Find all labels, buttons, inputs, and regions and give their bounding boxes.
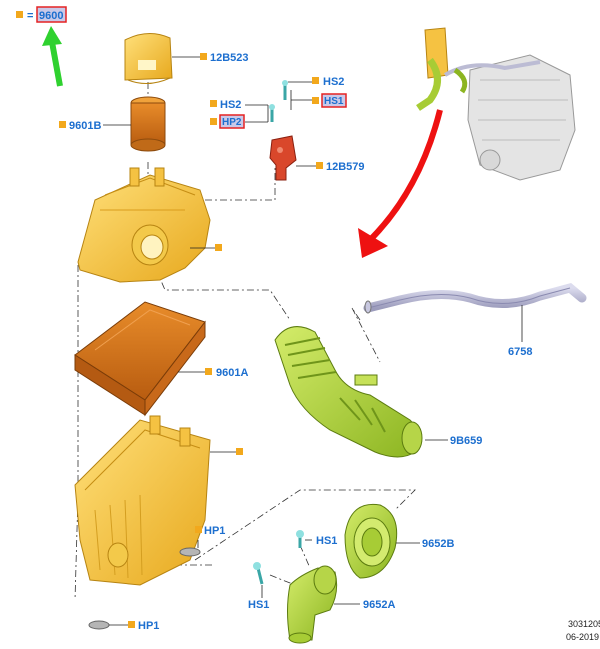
screw-hs1-mid bbox=[296, 530, 312, 548]
hp-highlight-box bbox=[219, 114, 245, 129]
legend-square-icon bbox=[16, 11, 23, 18]
callout-9b659: 9B659 bbox=[450, 435, 482, 447]
part-12b579-sensor bbox=[269, 135, 297, 181]
callout-square-icon bbox=[210, 100, 217, 107]
clip-hs1-top bbox=[290, 90, 312, 110]
engine-illustration bbox=[416, 27, 576, 181]
callout-hs2-left: HS2 bbox=[220, 99, 241, 111]
callout-square-icon bbox=[205, 368, 212, 375]
green-arrow-icon bbox=[42, 26, 63, 87]
callout-square-icon bbox=[195, 526, 202, 533]
part-9652b-resonator bbox=[344, 503, 398, 579]
legend-ref: 9600 bbox=[39, 10, 63, 22]
callout-square-icon bbox=[215, 244, 222, 251]
callout-square-icon bbox=[59, 121, 66, 128]
footer-date: 06-2019 bbox=[566, 632, 599, 642]
callout-square-icon bbox=[128, 621, 135, 628]
callout-square-icon bbox=[316, 162, 323, 169]
red-arrow-icon bbox=[358, 109, 443, 258]
part-6758-hose bbox=[363, 283, 587, 314]
callout-hp-left: HP2 bbox=[222, 117, 242, 128]
callout-hp1-mid: HP1 bbox=[204, 525, 225, 537]
callout-hs1-top: HS1 bbox=[324, 96, 344, 107]
callout-hs1-low: HS1 bbox=[248, 599, 269, 611]
callout-hp1-low: HP1 bbox=[138, 620, 159, 632]
callout-12b523: 12B523 bbox=[210, 52, 249, 64]
part-airbox-lower bbox=[74, 415, 211, 586]
callout-hs1-mid: HS1 bbox=[316, 535, 337, 547]
callout-square-icon bbox=[312, 97, 319, 104]
callout-9601a: 9601A bbox=[216, 367, 248, 379]
callout-square-icon bbox=[312, 77, 319, 84]
grommet-hp1-mid bbox=[179, 540, 201, 557]
grommet-hp1-low bbox=[88, 620, 128, 630]
part-9601a-filter bbox=[74, 301, 206, 417]
part-9601b-filter bbox=[130, 96, 166, 152]
callout-9601b: 9601B bbox=[69, 120, 101, 132]
legend-ref-box bbox=[36, 6, 67, 23]
part-9652a-duct bbox=[287, 565, 338, 644]
callout-12b579: 12B579 bbox=[326, 161, 365, 173]
callout-square-icon bbox=[200, 53, 207, 60]
screw-hs1-low bbox=[253, 562, 264, 598]
callout-9652b: 9652B bbox=[422, 538, 454, 550]
callout-square-icon bbox=[210, 118, 217, 125]
part-12b523-cover bbox=[124, 33, 173, 84]
part-airbox-upper bbox=[77, 167, 211, 283]
callout-9652a: 9652A bbox=[363, 599, 395, 611]
hs1-highlight-box bbox=[321, 93, 347, 108]
clip-hs2-left bbox=[245, 104, 275, 123]
callout-square-icon bbox=[236, 448, 243, 455]
part-9b659-duct bbox=[274, 326, 423, 458]
callout-6758: 6758 bbox=[508, 346, 532, 358]
footer-code: 3031205 bbox=[568, 619, 600, 629]
legend-equals: = bbox=[27, 10, 33, 22]
clip-hs2-top bbox=[282, 80, 312, 100]
callout-hs2-top: HS2 bbox=[323, 76, 344, 88]
